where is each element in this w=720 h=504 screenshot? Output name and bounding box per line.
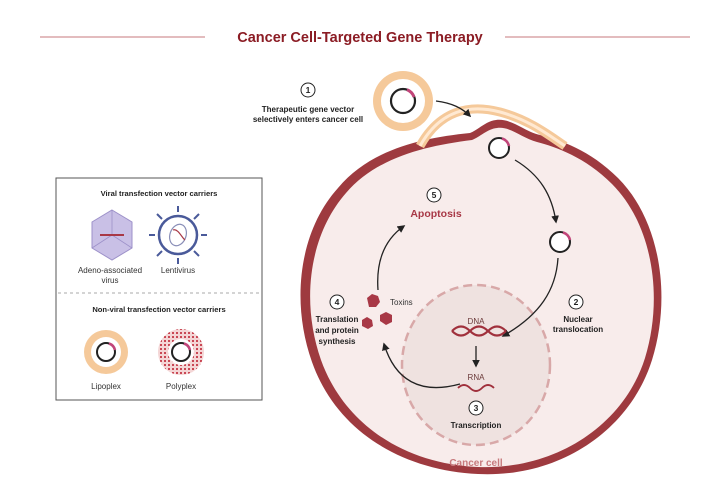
plasmid-cytoplasm xyxy=(549,231,572,253)
legend-box: Viral transfection vector carriers Adeno… xyxy=(55,177,263,401)
lipoplex-icon xyxy=(84,330,128,374)
svg-text:2: 2 xyxy=(574,297,579,307)
plasmid-entering xyxy=(488,137,511,159)
step-5: 5 xyxy=(426,187,442,203)
step-1: 1 Therapeutic gene vector selectively en… xyxy=(253,82,363,124)
step-1-line-1: Therapeutic gene vector xyxy=(262,105,354,114)
toxins-label: Toxins xyxy=(390,298,413,307)
step-2: 2 Nuclear translocation xyxy=(553,294,603,334)
toxin-blob-2 xyxy=(380,312,392,325)
gene-vector-external xyxy=(373,71,433,131)
svg-text:3: 3 xyxy=(474,403,479,413)
arrow-to-cytoplasm xyxy=(514,159,559,224)
plasmid-icon xyxy=(389,87,417,115)
toxins: Toxins xyxy=(362,294,413,329)
page-title: Cancer Cell-Targeted Gene Therapy xyxy=(237,30,483,46)
svg-text:5: 5 xyxy=(432,190,437,200)
arrow-translation xyxy=(382,342,461,389)
lentivirus-icon xyxy=(149,206,207,264)
title-group: Cancer Cell-Targeted Gene Therapy xyxy=(40,30,690,46)
membrane-bulge-highlight xyxy=(418,107,566,148)
plasmid-icon xyxy=(549,231,571,253)
aav-label-line-1: Adeno-associated xyxy=(78,266,142,275)
step-1-line-2: selectively enters cancer cell xyxy=(253,115,363,124)
arrow-nuclear-translocation xyxy=(501,257,559,337)
svg-text:4: 4 xyxy=(335,297,340,307)
aav-label-line-2: virus xyxy=(102,276,119,285)
step-2-line-2: translocation xyxy=(553,325,603,334)
step-4: 4 Translation and protein synthesis xyxy=(315,294,359,346)
apoptosis-label: Apoptosis xyxy=(410,208,461,220)
dna-helix: DNA xyxy=(451,317,507,337)
dna-label: DNA xyxy=(468,317,486,326)
step-4-line-1: Translation xyxy=(316,315,359,324)
lipoplex-label: Lipoplex xyxy=(91,382,121,391)
toxin-blob-3 xyxy=(362,317,373,329)
arrow-entry xyxy=(435,100,472,118)
cancer-cell: Cancer cell xyxy=(300,104,662,475)
step-4-line-2: and protein xyxy=(315,326,359,335)
legend-nonviral-heading: Non-viral transfection vector carriers xyxy=(92,305,225,314)
step-4-line-3: synthesis xyxy=(319,337,356,346)
rna-label: RNA xyxy=(468,373,486,382)
legend-viral-heading: Viral transfection vector carriers xyxy=(101,189,218,198)
arrow-apoptosis xyxy=(377,225,406,291)
svg-text:1: 1 xyxy=(306,85,311,95)
step-3: 3 Transcription xyxy=(451,400,502,430)
lentivirus-label: Lentivirus xyxy=(161,266,195,275)
rna-strand: RNA xyxy=(457,373,495,392)
cancer-cell-label: Cancer cell xyxy=(449,458,503,469)
pathway-arrows xyxy=(377,100,559,389)
toxin-blob-1 xyxy=(367,294,380,307)
aav-icon xyxy=(91,209,133,261)
polyplex-label: Polyplex xyxy=(166,382,196,391)
polyplex-icon xyxy=(158,329,204,375)
plasmid-icon xyxy=(488,137,510,159)
step-2-line-1: Nuclear xyxy=(563,315,592,324)
step-3-line-1: Transcription xyxy=(451,421,502,430)
